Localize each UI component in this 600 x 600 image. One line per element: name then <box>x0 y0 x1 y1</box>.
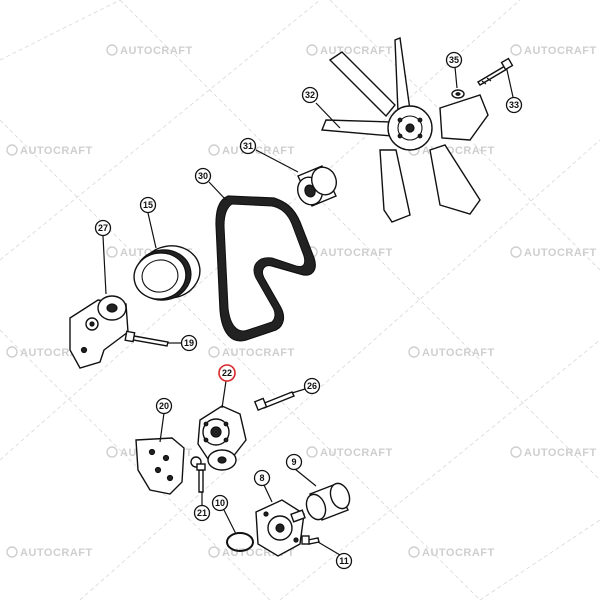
water-pump-8-drawing <box>255 499 306 557</box>
svg-text:30: 30 <box>198 171 208 181</box>
svg-text:AUTOCRAFT: AUTOCRAFT <box>524 447 597 459</box>
callout-11[interactable]: 11 <box>335 552 353 570</box>
svg-text:22: 22 <box>222 368 232 378</box>
svg-text:AUTOCRAFT: AUTOCRAFT <box>222 347 295 359</box>
spacer-31-drawing <box>296 165 338 207</box>
pulley-15-drawing <box>133 245 201 301</box>
svg-text:AUTOCRAFT: AUTOCRAFT <box>524 45 597 57</box>
callout-22[interactable]: 22 <box>218 364 236 382</box>
svg-text:AUTOCRAFT: AUTOCRAFT <box>20 547 93 559</box>
callout-31[interactable]: 31 <box>239 137 257 155</box>
washer-35-drawing <box>451 89 465 99</box>
fan-drawing <box>320 37 489 223</box>
callout-9[interactable]: 9 <box>285 453 303 471</box>
watermark: AUTOCRAFT <box>408 546 495 559</box>
callout-15[interactable]: 15 <box>139 196 157 214</box>
bolt-26-drawing <box>253 391 295 412</box>
svg-text:9: 9 <box>291 457 296 467</box>
svg-text:AUTOCRAFT: AUTOCRAFT <box>320 447 393 459</box>
svg-text:AUTOCRAFT: AUTOCRAFT <box>422 547 495 559</box>
bearing-9-drawing <box>305 482 351 521</box>
bracket-27-drawing <box>69 295 129 369</box>
callout-30[interactable]: 30 <box>194 167 212 185</box>
bolt-33-drawing <box>477 57 514 86</box>
watermark: AUTOCRAFT <box>6 546 93 559</box>
callout-33[interactable]: 33 <box>505 96 523 114</box>
svg-text:AUTOCRAFT: AUTOCRAFT <box>524 247 597 259</box>
svg-text:10: 10 <box>215 498 225 508</box>
watermark: AUTOCRAFT <box>306 246 393 259</box>
watermark: AUTOCRAFT <box>408 346 495 359</box>
svg-text:19: 19 <box>184 338 194 348</box>
callout-20[interactable]: 20 <box>155 397 173 415</box>
watermark: AUTOCRAFT <box>6 144 93 157</box>
tensioner-22-drawing <box>190 405 247 471</box>
watermark: AUTOCRAFT <box>510 446 597 459</box>
leader-lines <box>102 66 514 556</box>
svg-text:8: 8 <box>259 473 264 483</box>
svg-text:AUTOCRAFT: AUTOCRAFT <box>20 145 93 157</box>
plate-20-drawing <box>135 437 185 495</box>
svg-text:27: 27 <box>98 223 108 233</box>
watermark: AUTOCRAFT <box>306 44 393 57</box>
bolt-19-drawing <box>124 330 169 347</box>
watermark: AUTOCRAFT <box>306 446 393 459</box>
callout-26[interactable]: 26 <box>303 377 321 395</box>
callout-35[interactable]: 35 <box>445 51 463 69</box>
o-ring-10-drawing <box>226 532 254 552</box>
callout-10[interactable]: 10 <box>211 494 229 512</box>
svg-text:35: 35 <box>449 55 459 65</box>
svg-text:33: 33 <box>509 100 519 110</box>
watermark: AUTOCRAFT <box>106 44 193 57</box>
callout-21[interactable]: 21 <box>193 504 211 522</box>
svg-text:32: 32 <box>305 90 315 100</box>
watermark: AUTOCRAFT <box>510 246 597 259</box>
watermark: AUTOCRAFT <box>510 44 597 57</box>
callout-27[interactable]: 27 <box>94 219 112 237</box>
svg-text:AUTOCRAFT: AUTOCRAFT <box>120 45 193 57</box>
svg-text:31: 31 <box>243 141 253 151</box>
callout-19[interactable]: 19 <box>180 334 198 352</box>
svg-text:20: 20 <box>159 401 169 411</box>
svg-text:11: 11 <box>339 556 349 566</box>
svg-text:26: 26 <box>307 381 317 391</box>
callout-32[interactable]: 32 <box>301 86 319 104</box>
svg-text:15: 15 <box>143 200 153 210</box>
belt-30-drawing <box>215 195 316 342</box>
screw-21-drawing <box>196 463 206 493</box>
svg-text:21: 21 <box>197 508 207 518</box>
svg-text:AUTOCRAFT: AUTOCRAFT <box>320 247 393 259</box>
svg-text:AUTOCRAFT: AUTOCRAFT <box>422 347 495 359</box>
callout-8[interactable]: 8 <box>253 469 271 487</box>
bolt-11-drawing <box>301 535 320 545</box>
svg-text:AUTOCRAFT: AUTOCRAFT <box>320 45 393 57</box>
watermark: AUTOCRAFT <box>208 346 295 359</box>
